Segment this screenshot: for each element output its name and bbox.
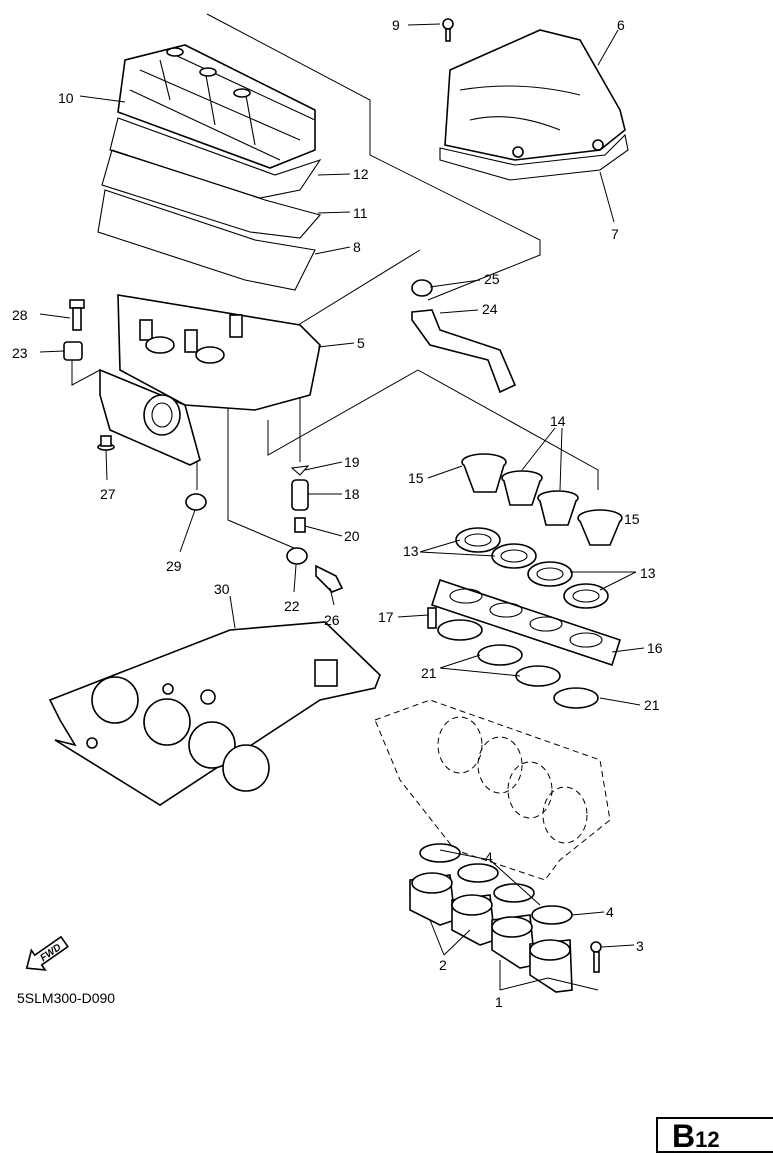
callout-21-right: 21 — [644, 697, 660, 713]
callout-6: 6 — [617, 17, 625, 33]
callout-4-right: 4 — [606, 904, 614, 920]
part-5-air-cleaner-case — [99, 294, 321, 466]
callout-23: 23 — [12, 345, 28, 361]
part-8-seal — [97, 189, 316, 291]
part-27-collar — [97, 435, 115, 451]
part-2-carburetor-joints — [409, 872, 496, 946]
callout-5: 5 — [357, 335, 365, 351]
callout-10: 10 — [58, 90, 74, 106]
part-11-seal — [101, 149, 321, 239]
callout-16: 16 — [647, 640, 663, 656]
callout-20: 20 — [344, 528, 360, 544]
part-29-clamp — [185, 493, 207, 511]
part-22-joint — [286, 547, 308, 565]
callout-14: 14 — [550, 413, 566, 429]
part-16-joint-plate — [430, 578, 622, 667]
part-7-seal — [439, 133, 629, 181]
throttle-body-reference — [374, 699, 611, 881]
page-ref-number: 12 — [695, 1127, 720, 1152]
callout-2: 2 — [439, 957, 447, 973]
part-17-screw — [427, 607, 437, 629]
part-9-screw — [442, 18, 454, 42]
part-18-hose — [291, 479, 309, 511]
callout-13-left: 13 — [403, 543, 419, 559]
part-25-clamp — [411, 279, 433, 297]
callout-4-top: 4 — [485, 849, 493, 865]
part-21-clamps — [437, 619, 599, 709]
part-3-screw — [590, 941, 602, 973]
part-20-plug — [294, 517, 306, 533]
part-26-drain-plug — [315, 564, 344, 593]
callout-17: 17 — [378, 609, 394, 625]
page-reference-box: B12 — [656, 1117, 773, 1153]
callout-8: 8 — [353, 239, 361, 255]
callout-19: 19 — [344, 454, 360, 470]
callout-25: 25 — [484, 271, 500, 287]
callout-labels: 9 6 10 12 11 8 7 25 24 28 23 5 19 18 20 … — [12, 17, 663, 1010]
callout-1: 1 — [495, 994, 503, 1010]
part-24-hose — [411, 309, 517, 394]
callout-15-left: 15 — [408, 470, 424, 486]
part-10-air-filter-element — [117, 44, 316, 169]
fwd-arrow-icon: FWD — [25, 935, 70, 971]
callout-27: 27 — [100, 486, 116, 502]
callout-29: 29 — [166, 558, 182, 574]
callout-7: 7 — [611, 226, 619, 242]
part-23-grommet — [63, 341, 83, 361]
leader-lines — [39, 23, 645, 991]
callout-3: 3 — [636, 938, 644, 954]
callout-15-right: 15 — [624, 511, 640, 527]
part-4-clamps — [419, 843, 573, 925]
callout-18: 18 — [344, 486, 360, 502]
callout-13-right: 13 — [640, 565, 656, 581]
part-15-funnel-outer-left — [461, 453, 507, 493]
part-14-funnel — [537, 490, 579, 526]
part-12-gasket — [109, 117, 322, 199]
part-14-funnel — [501, 470, 543, 506]
part-19-clip — [290, 465, 310, 476]
part-1-carburetor-joints — [491, 914, 573, 993]
part-13-boots — [455, 527, 609, 609]
callout-22: 22 — [284, 598, 300, 614]
part-15-funnel-outer-right — [577, 509, 623, 546]
part-6-air-cleaner-cover — [444, 29, 626, 161]
part-30-plate — [48, 621, 381, 806]
callout-21-left: 21 — [421, 665, 437, 681]
callout-12: 12 — [353, 166, 369, 182]
part-28-bolt — [69, 299, 85, 331]
callout-26: 26 — [324, 612, 340, 628]
page-ref-letter: B — [672, 1118, 696, 1154]
drawing-code: 5SLM300-D090 — [17, 990, 116, 1006]
callout-24: 24 — [482, 301, 498, 317]
callout-30: 30 — [214, 581, 230, 597]
callout-11: 11 — [353, 205, 368, 221]
callout-9: 9 — [392, 17, 400, 33]
callout-28: 28 — [12, 307, 28, 323]
